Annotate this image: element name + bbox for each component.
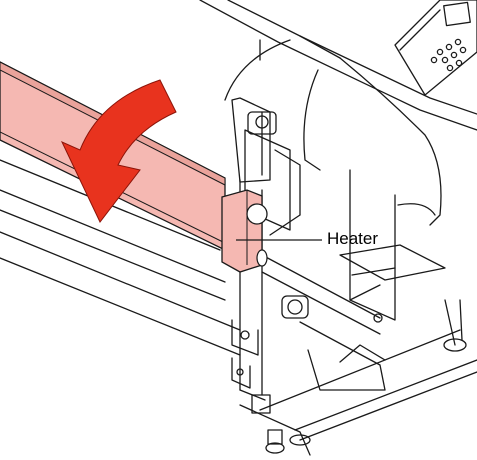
heater-end-cap <box>221 189 268 273</box>
control-panel-icon <box>394 0 477 96</box>
take-up-shaft <box>261 254 386 391</box>
heater-callout-label: Heater <box>327 229 379 248</box>
printer-body <box>199 0 477 226</box>
front-bracket <box>231 319 259 389</box>
right-leg <box>339 169 446 323</box>
stand-base <box>239 299 477 456</box>
curved-down-arrow-icon <box>60 79 177 223</box>
